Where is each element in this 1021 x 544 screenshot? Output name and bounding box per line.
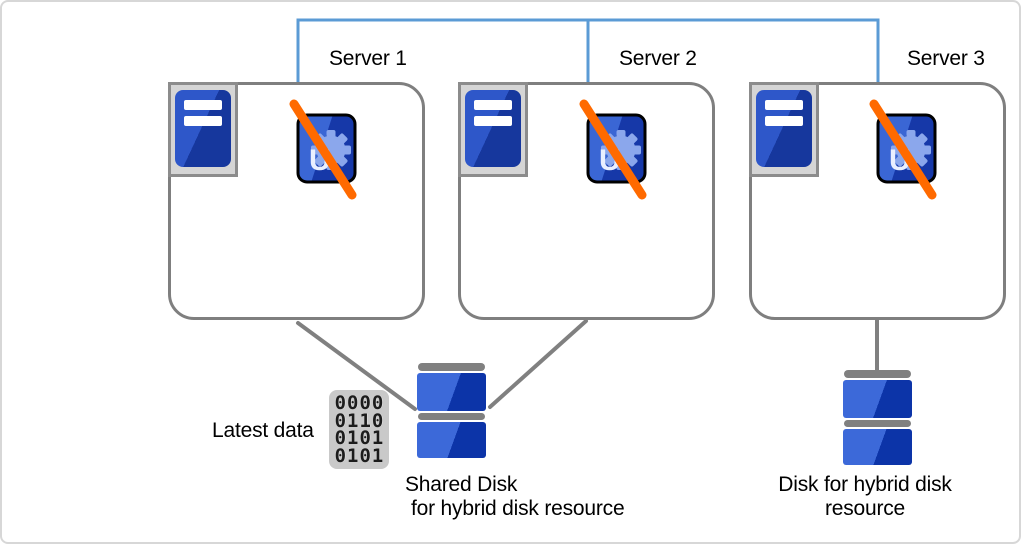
shared-disk-caption-line1: Shared Disk [405,473,518,496]
disk-platter [843,380,912,418]
application-stopped-icon: U [579,99,647,200]
server-front-panel [175,90,231,167]
disk-connector-lines [296,318,879,411]
shared-disk-caption-line2: for hybrid disk resource [411,497,625,520]
network-interconnect-line [296,18,880,84]
shared-disk-icon [417,363,486,458]
slash-icon [289,99,357,200]
server-hardware-icon [458,82,528,177]
disk-cap [844,370,911,378]
server-slot-bar [765,100,803,110]
disk-platter [843,429,912,465]
server-hardware-icon [168,82,238,177]
shared-disk-caption: Shared Disk for hybrid disk resource [405,473,625,521]
binary-row: 0101 [334,427,385,449]
server-hardware-icon [749,82,819,177]
server-slot-bar [765,116,803,126]
server-slot-bar [474,100,512,110]
binary-row: 0110 [334,409,385,432]
server2-label: Server 2 [619,47,697,70]
server1-to-shared-disk-line [296,321,417,411]
local-disk-caption-line1: Disk for hybrid disk [778,473,952,496]
local-disk-icon [843,370,912,465]
server-slot-bar [184,116,222,126]
server1-label: Server 1 [329,47,407,70]
binary-data-icon: 0000 0110 0101 0101 [329,390,389,469]
server-slot-bar [184,100,222,110]
disk-cap [844,420,911,427]
slash-icon [869,99,937,200]
disk-platter [417,373,486,411]
disk-platter [417,422,486,458]
server-slot-bar [474,116,512,126]
server2-box [458,82,715,320]
server-front-panel [465,90,521,167]
slash-icon [579,99,647,200]
binary-row: 0000 [334,392,385,414]
application-stopped-icon: U [289,99,357,200]
server-front-panel [756,90,812,167]
application-stopped-icon: U [869,99,937,200]
server2-to-shared-disk-line [488,319,588,409]
local-disk-caption-line2: resource [824,497,906,520]
server3-label: Server 3 [907,47,985,70]
disk-cap [418,413,485,420]
latest-data-label: Latest data [212,419,314,442]
disk-cap [418,363,485,371]
local-disk-caption: Disk for hybrid disk resource [765,473,965,521]
binary-row: 0101 [334,444,385,467]
